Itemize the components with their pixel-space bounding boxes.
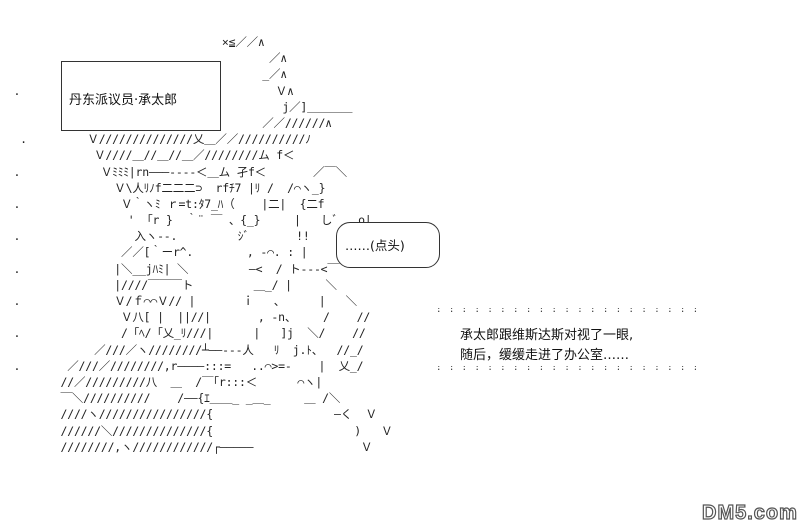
ascii-art-line: _／∧ <box>262 67 287 82</box>
ascii-art-line: . Ｖ//////////////乂＿／／//////////ﾉ <box>0 132 311 147</box>
ascii-art-line: Ｖ\人ﾘﾉf二二二⊃ rfﾁ7 |ﾘ / /⌒ヽ_} <box>0 180 326 195</box>
ascii-art-line: //／/////////八 ＿ /￣｢r:::＜ ⌒ヽ| <box>0 374 323 389</box>
ascii-art-line: Ｖ八[ | ||//| , -n、 / // <box>0 310 371 325</box>
dm5-watermark-logo: DM5.com <box>701 501 798 524</box>
ascii-art: ×≦／／∧ ／∧ _／∧ . Ｖ∧ j／]＿＿＿＿ <box>0 34 392 455</box>
ascii-art-line: ￣＼////////// /――{ｴ＿＿_ _＿_ ＿ /＼ <box>0 391 341 406</box>
ascii-art-line: . Ｖﾐﾐﾐ|rn―――----＜＿ム 孑f＜ ／￣＼ <box>0 164 347 179</box>
ascii-art-line: ／///／ヽ////////┴――---人 ﾘ j.ﾄ、 //_/ <box>0 342 364 357</box>
ascii-art-line: . |＼__jﾊﾐ| ＼ ―< / ト---<￣￣ <box>0 261 350 276</box>
ascii-art-line: ／／//////∧ <box>262 115 332 130</box>
watermark-text: DM5.com <box>702 502 798 524</box>
ascii-art-line: j／]＿＿＿＿ <box>282 99 353 114</box>
ascii-art-line: ////////,ヽ////////////┌――――― Ｖ <box>0 439 373 454</box>
speech-bubble-text: ……(点头) <box>345 238 405 253</box>
caption-frame <box>61 61 221 131</box>
narration-top-border: : : : : : : : : : : : : : : : : : : : : … <box>436 308 708 312</box>
speech-bubble: ……(点头) <box>336 222 440 268</box>
ascii-art-line: . Ｖ/ｆ⌒⌒Ｖ// | ｉ 、 | ＼ <box>0 294 357 308</box>
ascii-art-line: ' 「r } ｀¨ ￣ 、{_} | しﾞ o| <box>0 213 372 228</box>
ascii-art-line: ×≦／／∧ <box>0 35 265 49</box>
ascii-art-line: . Ｖ｀ヽﾐ ｒ=t:ﾀ7_ﾊ（ |二| {二f <box>0 196 325 211</box>
caption-box: 丹东派议员·承太郎 <box>61 61 221 131</box>
ascii-art-line: ////ヽ////////////////{ ―く Ｖ <box>0 407 378 422</box>
ascii-art-line: ／∧ <box>0 51 287 66</box>
ascii-art-line: ／／[｀ーr^. , -⌒. : | o ⊂⊃ <box>0 245 382 260</box>
ascii-art-line: . ／///／////////,r――――:::= ..⌒>=- | 乂_/ <box>0 358 364 373</box>
ascii-art-line: . /「ﾍ/「乂_ﾘ///| | ]j ＼/ // <box>0 326 366 341</box>
caption-text: 丹东派议员·承太郎 <box>69 93 178 108</box>
narration-line-1: 承太郎跟维斯达斯对视了一眼, <box>460 328 634 343</box>
ascii-art-line: . Ｖ∧ <box>13 83 294 98</box>
narration-bottom-border: : : : : : : : : : : : : : : : : : : : : … <box>436 366 708 370</box>
narration-box: : : : : : : : : : : : : : : : : : : : : … <box>436 308 708 372</box>
ascii-art-line: //////＼//////////////{ ) Ｖ <box>0 423 393 438</box>
ascii-art-line: |////￣￣￣ト ＿_/ | ＼ <box>0 277 337 292</box>
ascii-art-line: Ｖ////＿//＿//＿／////////ム f＜ <box>0 148 295 163</box>
narration-line-2: 随后，缓缓走进了办公室…… <box>460 348 630 363</box>
ascii-art-line: . 入ヽ--. ｼﾞ !! |乂 <box>0 229 382 244</box>
